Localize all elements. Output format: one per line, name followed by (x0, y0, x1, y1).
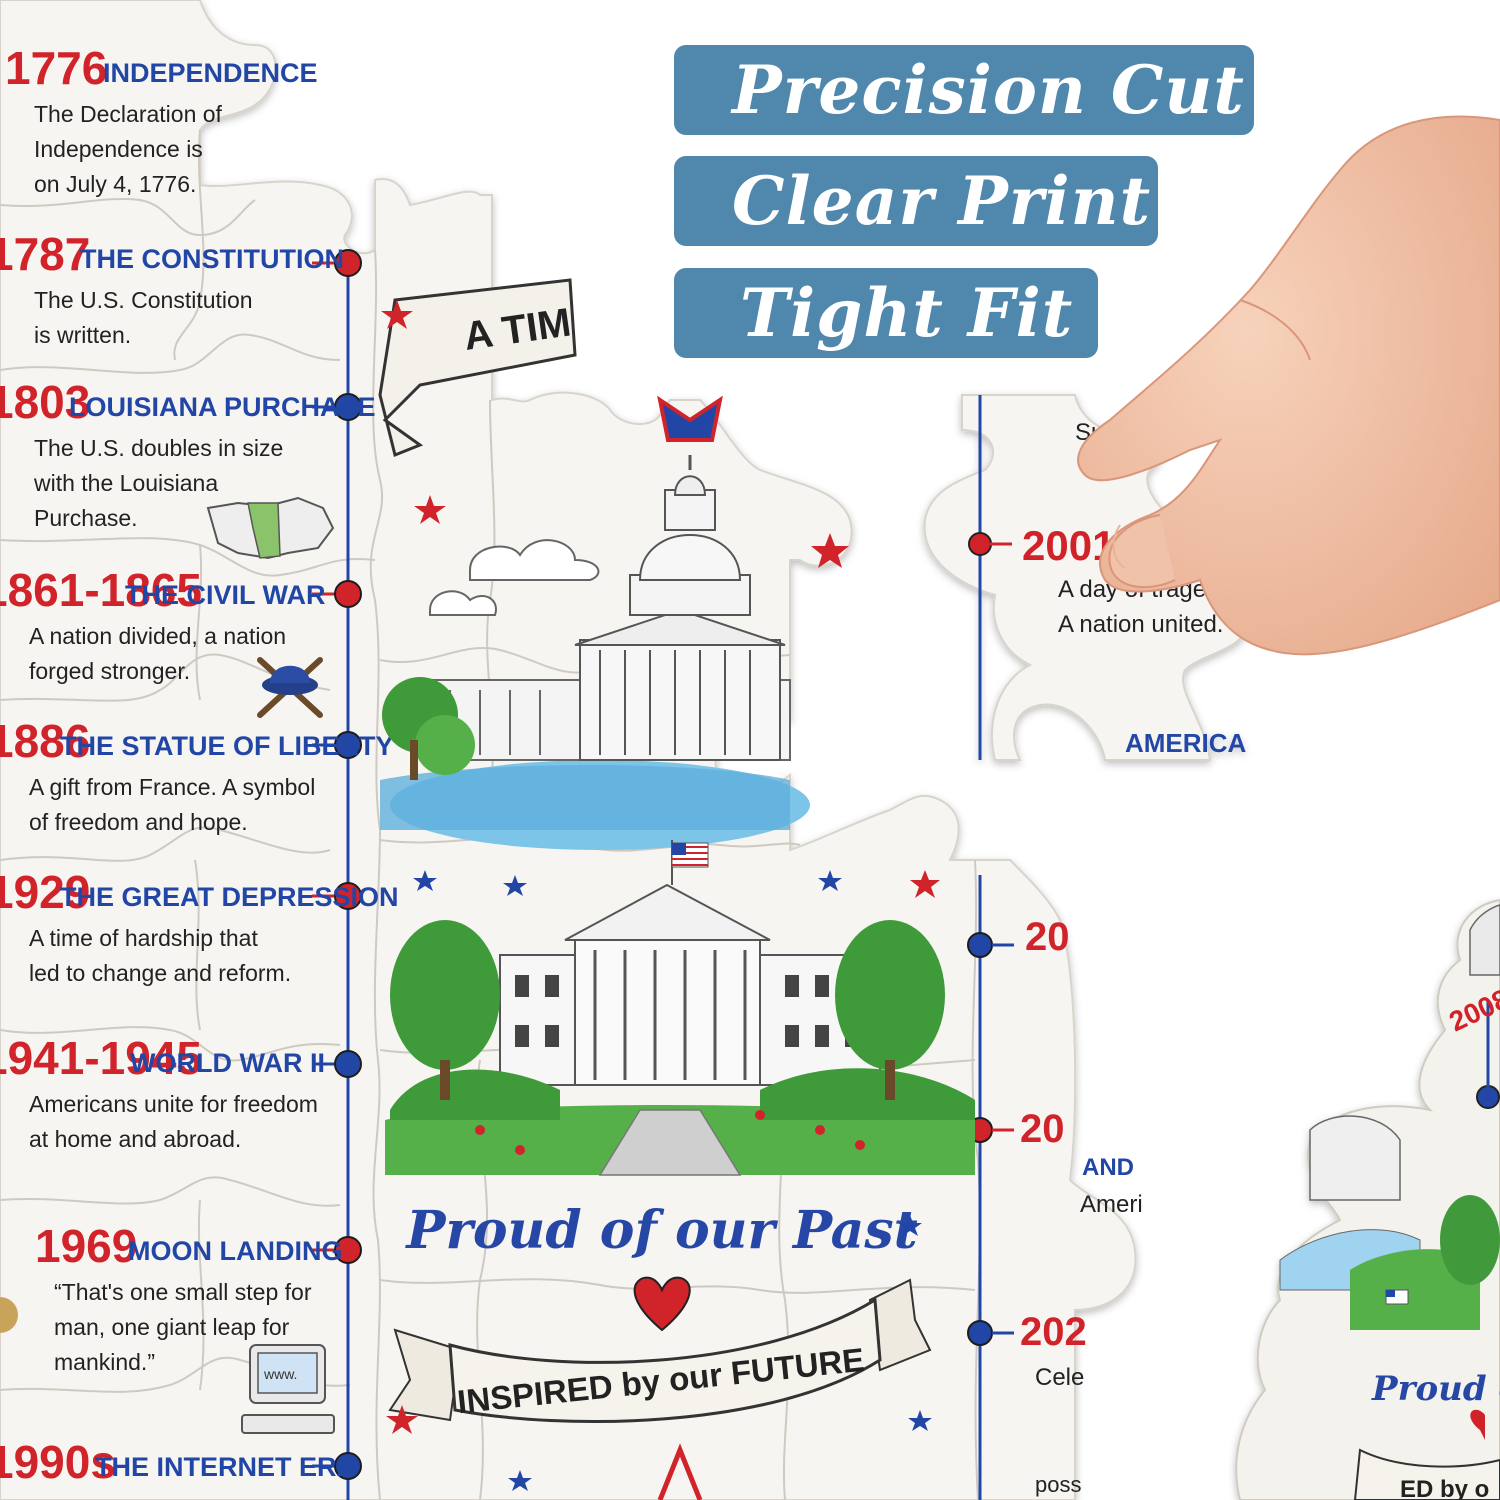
hand-holding-piece (1077, 115, 1500, 656)
timeline-description: A nation divided, a nation (29, 623, 286, 649)
timeline-year: 1969 (35, 1220, 137, 1272)
right-year-1: 20 (1025, 915, 1070, 959)
decorative-stars-blue (413, 870, 932, 1491)
timeline-year: 1929 (0, 866, 90, 918)
white-house-illustration (385, 840, 975, 1176)
held-piece-bottom-text: AMERICA (1125, 728, 1247, 758)
computer-icon: www. (241, 1344, 335, 1434)
motto-proud-past: Proud of our Past (404, 1200, 917, 1261)
right-event-1: AND (1082, 1154, 1134, 1181)
right-desc-2: Cele (1035, 1364, 1084, 1391)
timeline-event: THE CIVIL WAR (125, 580, 326, 610)
civil-war-hat-icon (257, 657, 323, 718)
timeline-year: 1990s (0, 1436, 116, 1488)
badge-tight-fit: Tight Fit (674, 268, 1098, 358)
timeline-dot (334, 1452, 362, 1480)
timeline-event: INDEPENDENCE (103, 58, 318, 88)
timeline-description: mankind.” (54, 1349, 155, 1375)
timeline-description: The Declaration of (34, 101, 223, 127)
timeline-description: with the Louisiana (33, 470, 218, 496)
timeline-dot (334, 249, 362, 277)
timeline-dots (312, 249, 1014, 1480)
right-year-3: 202 (1020, 1310, 1087, 1354)
timeline-dot (334, 1050, 362, 1078)
badge-precision-cut: Precision Cut (674, 45, 1254, 135)
timeline-dot (334, 1236, 362, 1264)
right-year-2: 20 (1020, 1107, 1065, 1151)
timeline-description: A gift from France. A symbol (29, 774, 315, 800)
right-desc-1: Ameri (1080, 1191, 1143, 1218)
timeline-event: LOUISIANA PURCHASE (69, 392, 376, 422)
timeline-year: 1787 (0, 228, 90, 280)
timeline-year: 1861-1865 (0, 564, 202, 616)
timeline-description: forged stronger. (29, 658, 190, 684)
timeline-event: THE CONSTITUTION (80, 244, 344, 274)
star-outline-icon (657, 1443, 703, 1500)
timeline-description: at home and abroad. (29, 1126, 241, 1152)
timeline-year: 1776 (5, 42, 107, 94)
timeline-description: A time of hardship that (29, 925, 258, 951)
right-edge-entries: 20 20 AND Ameri 202 Cele poss (1020, 915, 1143, 1497)
computer-screen-text: www. (263, 1366, 297, 1382)
timeline-event: WORLD WAR II (130, 1048, 325, 1078)
timeline-dot (334, 882, 362, 910)
scattered-bottom-text: ED by o (1400, 1476, 1489, 1500)
timeline-description: Independence is (34, 136, 203, 162)
usa-map-icon (206, 496, 335, 560)
timeline-description: The U.S. Constitution (34, 287, 253, 313)
right-timeline-dot (967, 932, 993, 958)
timeline-description: on July 4, 1776. (34, 171, 196, 197)
timeline-description: is written. (34, 322, 131, 348)
timeline-description: The U.S. doubles in size (34, 435, 283, 461)
timeline-description: “That's one small step for (54, 1279, 312, 1305)
timeline-event: THE GREAT DEPRESSION (60, 882, 399, 912)
ribbon-banner-top: A TIM (378, 278, 577, 458)
timeline-dot (334, 393, 362, 421)
timeline-description: man, one giant leap for (54, 1314, 290, 1340)
timeline-year: 1886 (0, 715, 90, 767)
held-piece-line-2: A nation united. (1058, 611, 1223, 638)
heart-icon (633, 1276, 691, 1332)
timeline-event: MOON LANDING (128, 1236, 342, 1266)
timeline-event: THE INTERNET ERA (95, 1452, 356, 1482)
capitol-illustration (380, 395, 810, 850)
timeline-year: 1803 (0, 376, 90, 428)
right-timeline-dot (967, 1320, 993, 1346)
right-desc-3: poss (1035, 1472, 1081, 1497)
timeline-description: Purchase. (34, 505, 138, 531)
timeline-dot (334, 731, 362, 759)
scattered-motto: Proud of o (1371, 1369, 1500, 1409)
timeline-description: of freedom and hope. (29, 809, 248, 835)
timeline-description: Americans unite for freedom (29, 1091, 318, 1117)
scattered-pieces: 2008 Proud of o ED by o (1235, 898, 1500, 1500)
moon-landing-icon (0, 1297, 18, 1333)
badge-clear-print: Clear Print (674, 156, 1158, 246)
timeline-dot (334, 580, 362, 608)
timeline-year: 1941-1945 (0, 1032, 202, 1084)
timeline-description: led to change and reform. (29, 960, 291, 986)
timeline-event: THE STATUE OF LIBERTY (60, 731, 394, 761)
